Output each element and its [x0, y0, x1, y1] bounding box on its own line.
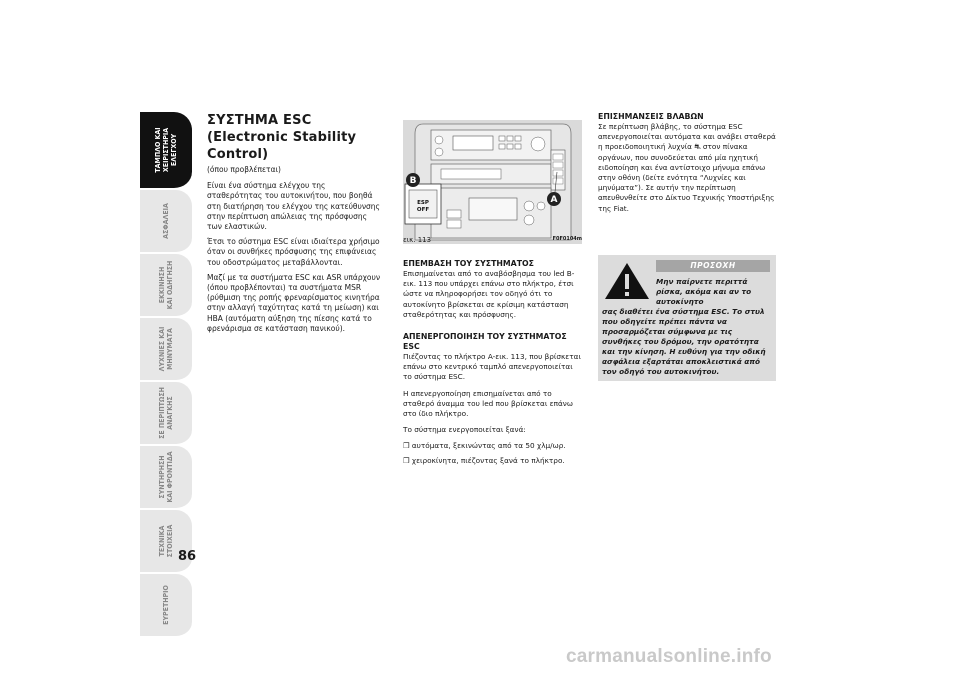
- tab-technical-data[interactable]: ΤΕΧΝΙΚΑ ΣΤΟΙΧΕΙΑ: [140, 510, 192, 574]
- deactivation-text-3: Το σύστημα ενεργοποιείται ξανά:: [403, 425, 526, 435]
- paragraph: Έτσι το σύστημα ESC είναι ιδιαίτερα χρήσ…: [207, 237, 380, 267]
- section-subtitle: (όπου προβλέπεται): [207, 165, 281, 174]
- deactivation-heading: ΑΠΕΝΕΡΓΟΠΟΙΗΣΗ ΤΟΥ ΣΥΣΤΗΜΑΤΟΣ ESC: [403, 332, 567, 352]
- callout-a-marker: [547, 192, 561, 206]
- title-line-3: Control): [207, 147, 269, 162]
- chapter-tabs: ΤΑΜΠΛΟ ΚΑΙ ΧΕΙΡΙΣΤΗΡΙΑ ΕΛΕΓΧΟΥ ΑΣΦΑΛΕΙΑ …: [140, 112, 192, 638]
- warning-text-indented: Μην παίρνετε περιττά ρίσκα, ακόμα και αν…: [656, 277, 752, 306]
- esp-button-label-2: OFF: [417, 207, 429, 213]
- figure-caption-row: εικ. 113 F0F0104m: [403, 236, 582, 244]
- callout-a-label: A: [551, 195, 558, 205]
- warning-triangle-icon: [605, 263, 649, 299]
- paragraph: Μαζί με τα συστήματα ESC και ASR υπάρχου…: [207, 272, 381, 333]
- title-line-1: ΣΥΣΤΗΜΑ ESC: [207, 113, 312, 128]
- esc-section: ΣΥΣΤΗΜΑ ESC (Electronic Stability Contro…: [207, 112, 382, 339]
- title-line-2: (Electronic Stability: [207, 130, 357, 145]
- section-title: ΣΥΣΤΗΜΑ ESC (Electronic Stability Contro…: [207, 112, 382, 163]
- tab-dashboard-controls[interactable]: ΤΑΜΠΛΟ ΚΑΙ ΧΕΙΡΙΣΤΗΡΙΑ ΕΛΕΓΧΟΥ: [140, 112, 192, 190]
- dashboard-illustration: B A ESP OFF: [403, 120, 582, 244]
- faults-section: ΕΠΙΣΗΜΑΝΣΕΙΣ ΒΛΑΒΩΝ Σε περίπτωση βλάβης,…: [598, 112, 776, 214]
- page-number: 86: [178, 549, 197, 564]
- tab-emergency[interactable]: ΣΕ ΠΕΡΙΠΤΩΣΗ ΑΝΑΓΚΗΣ: [140, 382, 192, 446]
- figure-dashboard-esc-button: B A ESP OFF: [403, 120, 582, 244]
- warning-title: ΠΡΟΣΟΧΗ: [656, 260, 770, 272]
- faults-text: Σε περίπτωση βλάβης, το σύστημα ESC απεν…: [598, 122, 776, 213]
- figure-code: F0F0104m: [552, 236, 582, 242]
- intervention-text: Επισημαίνεται από το αναβόσβησμα του led…: [403, 269, 575, 319]
- deactivation-text-1: Πιέζοντας το πλήκτρο A-εικ. 113, που βρί…: [403, 352, 581, 382]
- tab-lights-messages[interactable]: ΛΥΧΝΙΕΣ ΚΑΙ ΜΗΝΥΜΑΤΑ: [140, 318, 192, 382]
- esp-button-label-1: ESP: [417, 200, 429, 206]
- watermark: carmanualsonline.info: [566, 646, 772, 667]
- list-item: ❒ αυτόματα, ξεκινώντας από τα 50 χλμ/ωρ.: [403, 441, 566, 451]
- callout-b-marker: [406, 173, 420, 187]
- callout-b-label: B: [410, 176, 417, 186]
- intervention-heading: ΕΠΕΜΒΑΣΗ ΤΟΥ ΣΥΣΤΗΜΑΤΟΣ: [403, 259, 534, 268]
- list-item: ❒ χειροκίνητα, πιέζοντας ξανά το πλήκτρο…: [403, 455, 565, 465]
- warning-text: Μην παίρνετε περιττά ρίσκα, ακόμα και αν…: [602, 277, 772, 377]
- warning-box: ΠΡΟΣΟΧΗ Μην παίρνετε περιττά ρίσκα, ακόμ…: [598, 255, 776, 381]
- tab-maintenance[interactable]: ΣΥΝΤΗΡΗΣΗ ΚΑΙ ΦΡΟΝΤΙΔΑ: [140, 446, 192, 510]
- tab-index[interactable]: ΕΥΡΕΤΗΡΙΟ: [140, 574, 192, 638]
- deactivation-text-2: Η απενεργοποίηση επισημαίνεται από το στ…: [403, 388, 573, 419]
- tab-safety[interactable]: ΑΣΦΑΛΕΙΑ: [140, 190, 192, 254]
- paragraph: Είναι ένα σύστημα ελέγχου της σταθερότητ…: [207, 181, 380, 232]
- figure-caption: εικ. 113: [403, 236, 432, 244]
- warning-text-rest: σας διαθέτει ένα σύστημα ESC. Το στυλ πο…: [602, 307, 766, 376]
- tab-starting-driving[interactable]: ΕΚΚΙΝΗΣΗ ΚΑΙ ΟΔΗΓΗΣΗ: [140, 254, 192, 318]
- intervention-section: ΕΠΕΜΒΑΣΗ ΤΟΥ ΣΥΣΤΗΜΑΤΟΣ Επισημαίνεται απ…: [403, 259, 583, 470]
- faults-heading: ΕΠΙΣΗΜΑΝΣΕΙΣ ΒΛΑΒΩΝ: [598, 112, 704, 121]
